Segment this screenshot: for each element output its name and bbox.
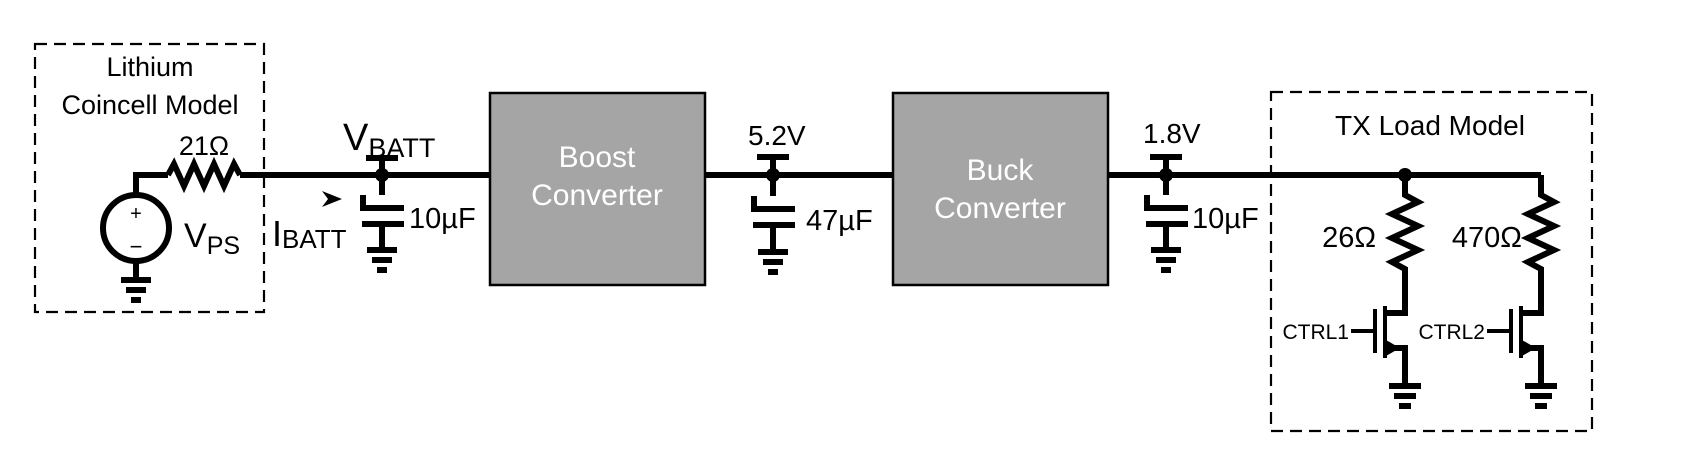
load-branch-1: 26Ω CTRL1 (1282, 175, 1426, 409)
tx-load-model: TX Load Model 26Ω CTRL1 470Ω (1269, 90, 1594, 433)
vbatt-node: VBATT IBATT 10µF (272, 117, 476, 273)
control-2-label: CTRL2 (1418, 321, 1485, 344)
nmos-transistor-icon (1351, 306, 1421, 409)
capacitor-icon (1144, 175, 1188, 273)
boost-output-capacitor-label: 47µF (806, 205, 873, 237)
vbatt-label: VBATT (343, 117, 435, 163)
buck-label-line2: Converter (934, 192, 1066, 225)
lithium-coincell-model: Lithium Coincell Model 21Ω + − VPS (33, 42, 266, 314)
series-resistor-21ohm (165, 156, 243, 194)
capacitor-icon (751, 175, 795, 275)
source-top-wire (133, 172, 168, 194)
nmos-transistor-icon (1487, 306, 1557, 409)
capacitor-icon (360, 175, 404, 273)
source-label: VPS (184, 217, 240, 260)
tx-load-model-boundary (1269, 90, 1594, 433)
boost-label-line1: Boost (559, 141, 636, 174)
boost-converter-block: Boost Converter (488, 91, 707, 287)
ibatt-label: IBATT (272, 213, 347, 254)
vbatt-capacitor-label: 10µF (409, 203, 476, 235)
buck-label-line1: Buck (967, 154, 1035, 187)
buck-output-node: 1.8V 10µF (1143, 118, 1259, 273)
ground-icon (121, 261, 151, 303)
buck-converter-block: Buck Converter (891, 91, 1110, 287)
buck-output-voltage-label: 1.8V (1143, 118, 1201, 149)
source-minus-sign: − (130, 234, 143, 259)
load-resistor-2-label: 470Ω (1452, 222, 1522, 254)
boost-label-line2: Converter (531, 179, 663, 212)
load-branch-2: 470Ω CTRL2 (1418, 175, 1562, 409)
load-resistor-1-label: 26Ω (1322, 222, 1376, 254)
load-resistor-470ohm (1520, 175, 1562, 316)
load-resistor-26ohm (1384, 175, 1426, 316)
coincell-title-line2: Coincell Model (61, 90, 238, 120)
control-1-label: CTRL1 (1282, 321, 1349, 344)
source-plus-sign: + (130, 203, 142, 225)
current-arrow-icon (322, 191, 342, 207)
coincell-title-line1: Lithium (106, 52, 193, 82)
boost-output-voltage-label: 5.2V (748, 120, 806, 151)
boost-output-node: 5.2V 47µF (748, 120, 873, 275)
tx-load-title: TX Load Model (1335, 110, 1525, 141)
buck-output-capacitor-label: 10µF (1192, 203, 1259, 235)
series-resistor-label: 21Ω (179, 131, 229, 161)
